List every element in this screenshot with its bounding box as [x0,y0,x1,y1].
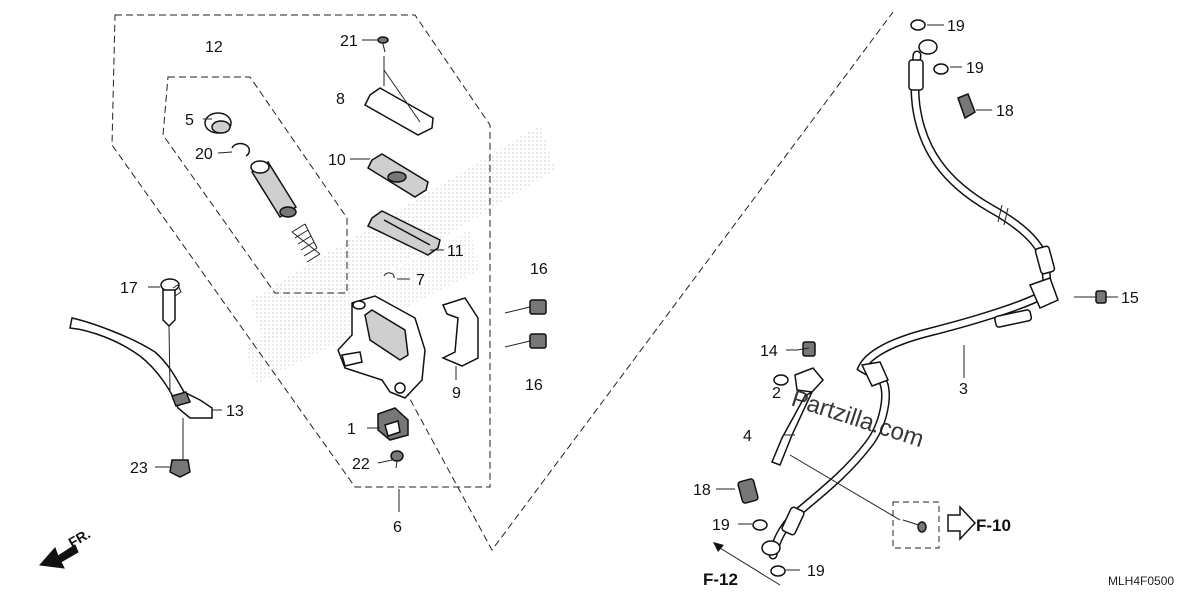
callout-16-upper: 16 [530,261,548,278]
watermark: Partzilla.com [788,385,927,453]
callout-19-top: 19 [947,18,965,35]
front-direction-label: FR. [66,525,94,550]
front-arrow-icon [38,544,79,569]
piston-spring [291,223,321,263]
callout-4: 4 [743,428,752,445]
master-cylinder-piston-set [204,112,321,263]
brake-hose [768,50,1059,560]
f10-arrow-icon [947,505,977,541]
callout-13: 13 [226,403,244,420]
callout-numbers: 12 21 8 5 20 10 11 7 16 16 9 1 22 6 17 1… [120,18,1139,580]
callout-21: 21 [340,33,358,50]
f12-reference [713,542,781,586]
callout-12: 12 [205,39,223,56]
leader-lines [148,24,1118,571]
callout-2: 2 [772,385,781,402]
callout-3: 3 [959,381,968,398]
callout-1: 1 [347,421,356,438]
callout-20: 20 [195,146,213,163]
assembly-outline-12 [162,76,348,294]
front-direction: FR. [38,525,94,569]
callout-15: 15 [1121,290,1139,307]
holder-bolts [504,299,547,349]
reservoir-cap-parts [364,36,441,279]
brake-lever [69,278,213,478]
callout-9: 9 [452,385,461,402]
master-cylinder-holder [441,297,479,367]
hose-fittings [737,19,976,577]
brake-switch [377,407,409,469]
callout-14: 14 [760,343,778,360]
callout-19-upper: 19 [966,60,984,77]
callout-18-upper: 18 [996,103,1014,120]
f12-arrow-icon [713,542,724,552]
callout-18-lower: 18 [693,482,711,499]
hose-bundle-outline [404,11,894,551]
assembly-outline-6 [111,14,491,488]
reference-f10[interactable]: F-10 [976,516,1011,535]
callout-5: 5 [185,112,194,129]
f10-reference-box [892,501,977,549]
callout-19-bottom: 19 [807,563,825,580]
callout-7: 7 [416,272,425,289]
reference-f12[interactable]: F-12 [703,570,738,589]
hose-clamp-parts [771,290,1107,466]
diagram-code: MLH4F0500 [1108,574,1174,588]
callout-10: 10 [328,152,346,169]
callout-11: 11 [447,243,464,260]
master-cylinder-body [337,295,426,399]
callout-17: 17 [120,280,138,297]
callout-19-middle: 19 [712,517,730,534]
callout-8: 8 [336,91,345,108]
callout-22: 22 [352,456,370,473]
callout-23: 23 [130,460,148,477]
callout-6: 6 [393,519,402,536]
callout-16-lower: 16 [525,377,543,394]
